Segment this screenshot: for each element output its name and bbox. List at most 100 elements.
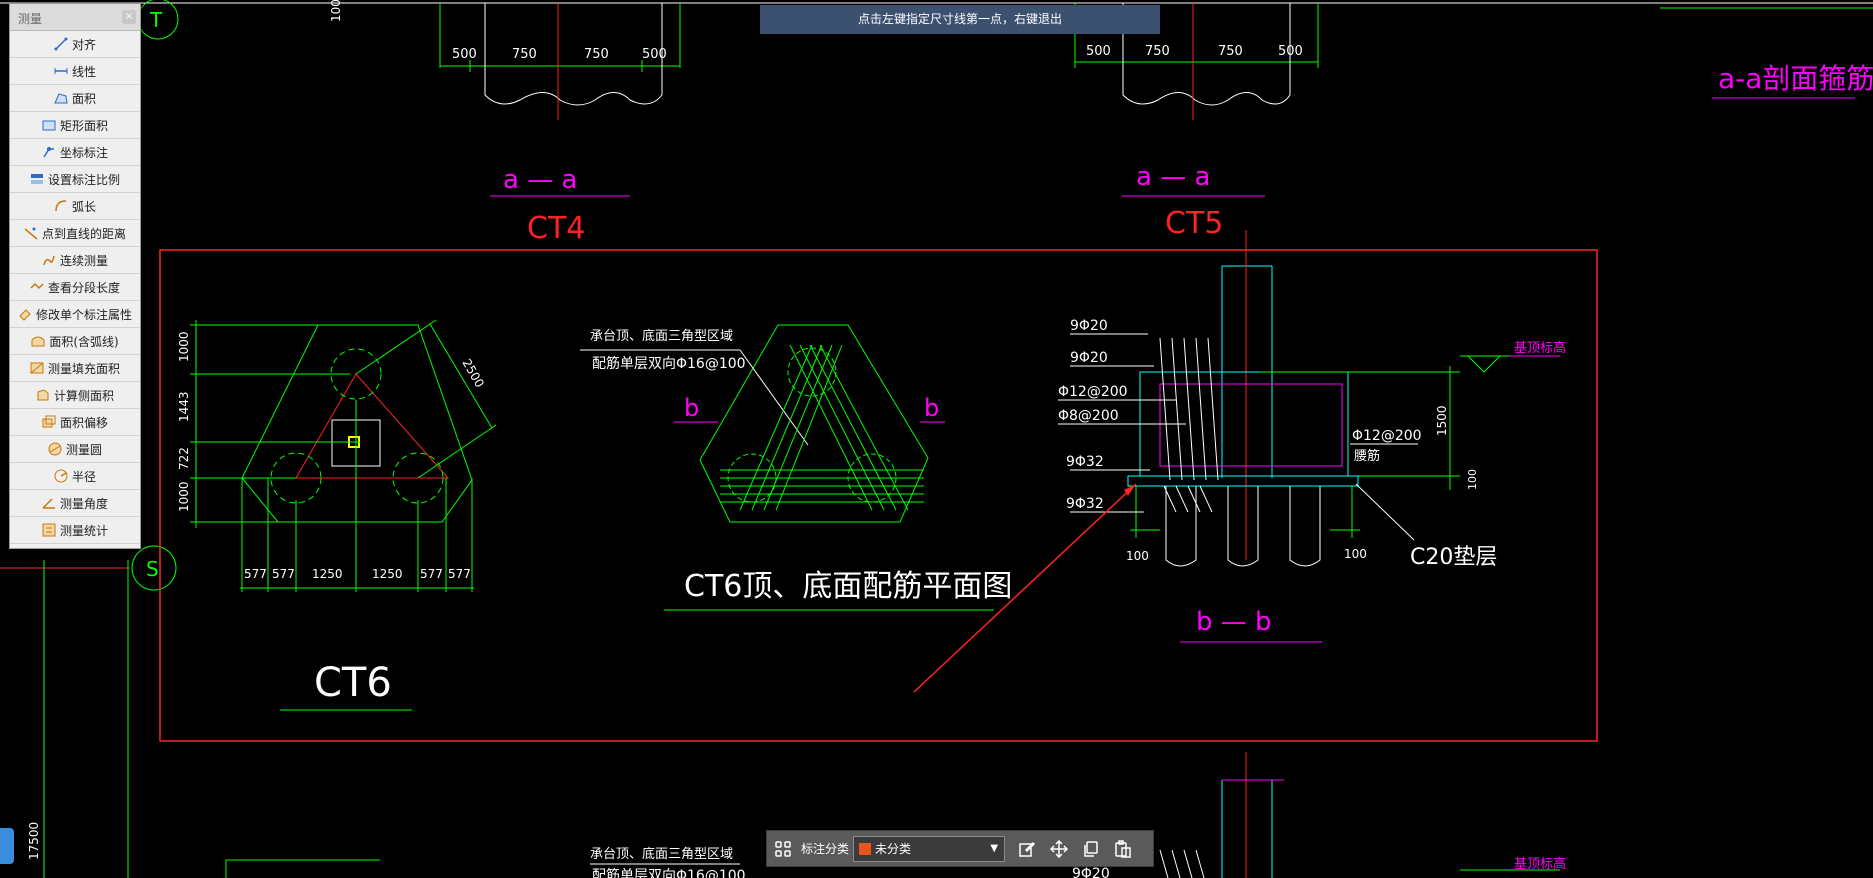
bb-dim-vertical: 1500 (1435, 405, 1449, 436)
angle-icon (42, 496, 56, 510)
annotation-toolbar: 标注分类 未分类 ▼ (766, 830, 1154, 867)
bottom-elevation: 基顶标高 (1514, 856, 1566, 872)
statistics-icon (42, 523, 56, 537)
measure-tool-segment[interactable]: 查看分段长度 (10, 274, 140, 301)
measure-panel[interactable]: 测量 × 对齐线性面积矩形面积坐标标注设置标注比例弧长点到直线的距离连续测量查看… (9, 3, 141, 549)
measure-tool-label: 线性 (71, 64, 96, 79)
side-panel-tab[interactable] (0, 828, 14, 864)
bb-right-label-1: Φ12@200 (1352, 428, 1422, 444)
copy-icon[interactable] (1080, 838, 1102, 860)
close-icon[interactable]: × (122, 10, 136, 24)
ct5-dim-3: 750 (1218, 44, 1243, 59)
top-vertical-dim: 100 (329, 0, 343, 22)
measure-tool-label: 计算侧面积 (53, 388, 114, 403)
measure-tool-coordinate[interactable]: 坐标标注 (10, 139, 140, 166)
bottom-detail (225, 752, 1560, 878)
rebar-section-title: a-a剖面箍筋 (1718, 62, 1873, 95)
measure-tool-side-area[interactable]: 计算侧面积 (10, 382, 140, 409)
bb-rebar-3: Φ12@200 (1058, 384, 1128, 400)
measure-tool-label: 测量填充面积 (47, 361, 120, 376)
measure-tool-label: 弧长 (71, 199, 96, 214)
paste-icon[interactable] (1112, 838, 1134, 860)
point-line-icon (24, 226, 38, 240)
measure-tool-label: 矩形面积 (59, 118, 108, 133)
bottom-rebar-label: 9Φ20 (1072, 866, 1110, 878)
linear-icon (54, 64, 68, 78)
plan-title: CT6顶、底面配筋平面图 (684, 569, 1012, 604)
measure-tool-edit-annotation[interactable]: 修改单个标注属性 (10, 301, 140, 328)
measure-tool-arc-length[interactable]: 弧长 (10, 193, 140, 220)
category-color-swatch (859, 842, 872, 855)
ct6-plan (190, 319, 497, 711)
bb-rebar-1: 9Φ20 (1070, 318, 1108, 334)
selection-frame[interactable] (159, 249, 1598, 742)
ct4-dim-3: 750 (584, 47, 609, 62)
arc-area-icon (31, 334, 45, 348)
bb-rebar-4: Φ8@200 (1058, 408, 1119, 424)
ct5-dim-1: 500 (1086, 44, 1111, 59)
measure-tool-point-line[interactable]: 点到直线的距离 (10, 220, 140, 247)
left-dim-bottom: 17500 (27, 822, 41, 860)
ct5-dim-2: 750 (1145, 44, 1170, 59)
bottom-note-line-1: 承台顶、底面三角型区域 (590, 846, 733, 862)
ct6-dim-h2: 577 (272, 567, 295, 581)
leader-line (913, 483, 1137, 693)
measure-tool-scale[interactable]: 设置标注比例 (10, 166, 140, 193)
axis-label-t: T (149, 8, 163, 32)
measure-panel-header[interactable]: 测量 × (10, 4, 140, 31)
measure-tool-label: 面积 (71, 91, 96, 106)
measure-tool-list: 对齐线性面积矩形面积坐标标注设置标注比例弧长点到直线的距离连续测量查看分段长度修… (10, 31, 140, 544)
rect-area-icon (42, 118, 56, 132)
fill-area-icon (30, 361, 44, 375)
annotation-category-select[interactable]: 未分类 ▼ (853, 835, 1006, 862)
ct4-dim-2: 750 (512, 47, 537, 62)
bb-section (1058, 230, 1560, 643)
move-icon[interactable] (1048, 838, 1070, 860)
measure-tool-label: 点到直线的距离 (41, 226, 126, 241)
measure-tool-arc-area[interactable]: 面积(含弧线) (10, 328, 140, 355)
measure-tool-circle[interactable]: 测量圆 (10, 436, 140, 463)
measure-tool-label: 设置标注比例 (47, 172, 120, 187)
area-icon (54, 91, 68, 105)
measure-tool-rect-area[interactable]: 矩形面积 (10, 112, 140, 139)
measure-tool-label: 修改单个标注属性 (35, 307, 132, 322)
category-value: 未分类 (875, 842, 912, 856)
side-area-icon (36, 388, 50, 402)
ct6-dim-v4: 1000 (177, 481, 191, 512)
measure-tool-fill-area[interactable]: 测量填充面积 (10, 355, 140, 382)
measure-tool-radius[interactable]: 半径 (10, 463, 140, 490)
measure-tool-align[interactable]: 对齐 (10, 31, 140, 58)
scale-icon (30, 172, 44, 186)
axis-label-s: S (146, 557, 159, 581)
measure-tool-area-offset[interactable]: 面积偏移 (10, 409, 140, 436)
note-line-2: 配筋单层双向Φ16@100 (592, 355, 746, 372)
measure-tool-angle[interactable]: 测量角度 (10, 490, 140, 517)
grid-icon[interactable] (772, 838, 794, 860)
note-line-1: 承台顶、底面三角型区域 (590, 328, 733, 344)
measure-tool-label: 连续测量 (59, 253, 108, 268)
ct5-dim-4: 500 (1278, 44, 1303, 59)
measure-tool-continuous[interactable]: 连续测量 (10, 247, 140, 274)
bb-rebar-6: 9Φ32 (1066, 496, 1104, 512)
ct4-detail (439, 3, 681, 197)
measure-tool-linear[interactable]: 线性 (10, 58, 140, 85)
arc-length-icon (54, 199, 68, 213)
edit-icon[interactable] (1016, 838, 1038, 860)
segment-icon (30, 280, 44, 294)
measure-tool-label: 测量圆 (65, 442, 102, 457)
ct4-dim-1: 500 (452, 47, 477, 62)
measure-tool-statistics[interactable]: 测量统计 (10, 517, 140, 544)
area-offset-icon (42, 415, 56, 429)
measure-tool-label: 半径 (71, 469, 96, 484)
ct6-dim-h3: 1250 (312, 567, 343, 581)
continuous-icon (42, 253, 56, 267)
ct4-dim-4: 500 (642, 47, 667, 62)
section-a-left: a — a (503, 165, 577, 195)
measure-tool-label: 查看分段长度 (47, 280, 120, 295)
measure-tool-area[interactable]: 面积 (10, 85, 140, 112)
bb-dim-bottom-1: 100 (1126, 549, 1149, 563)
ct6-dim-h6: 577 (448, 567, 471, 581)
measure-tool-label: 测量角度 (59, 496, 108, 511)
ct6-dim-diag: 2500 (459, 357, 486, 390)
